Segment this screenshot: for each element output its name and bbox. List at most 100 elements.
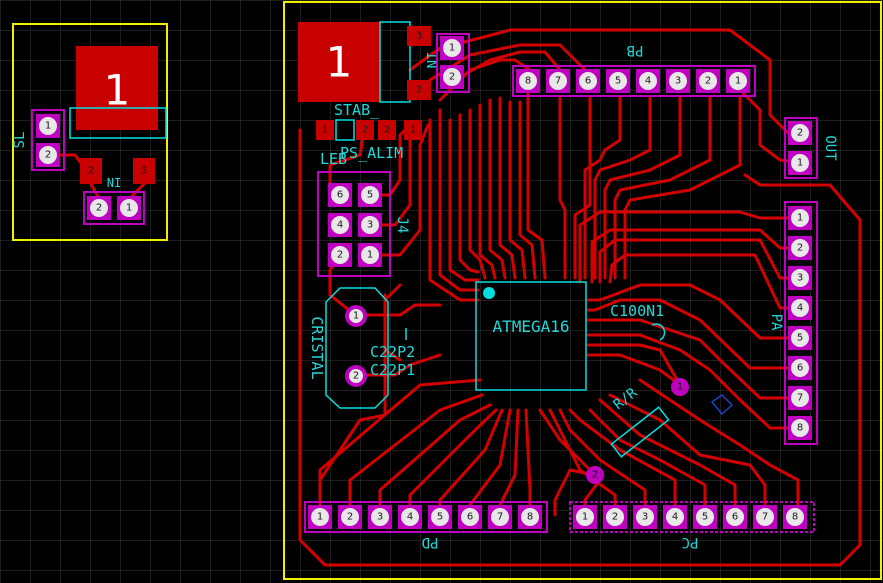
left-pin2-label: 2 xyxy=(88,166,94,177)
svg-text:1: 1 xyxy=(677,382,683,393)
regulator-pin3-label: 3 xyxy=(416,31,422,42)
c100n1-outline xyxy=(651,323,666,341)
j4-pads[interactable]: 6 5 4 3 2 1 xyxy=(328,183,382,267)
led-pad-2[interactable] xyxy=(356,120,374,140)
atmega16-outline xyxy=(475,281,587,391)
regulator-outline xyxy=(379,21,411,103)
cristal-outline xyxy=(325,287,389,409)
in-pad-1-hole xyxy=(120,199,138,217)
regulator-big-pad[interactable] xyxy=(298,22,380,102)
out-label: OUT xyxy=(822,135,838,161)
pb-pads[interactable]: 8 7 6 5 4 3 2 1 xyxy=(516,69,750,93)
svg-text:2: 2 xyxy=(337,250,343,261)
regulator-pin2-pad[interactable] xyxy=(407,80,431,100)
svg-text:5: 5 xyxy=(615,76,621,87)
svg-text:6: 6 xyxy=(585,76,591,87)
pd-pads[interactable]: 1 2 3 4 5 6 7 8 xyxy=(308,505,542,529)
svg-text:3: 3 xyxy=(797,273,803,284)
svg-text:5: 5 xyxy=(437,512,443,523)
svg-text:8: 8 xyxy=(525,76,531,87)
rr-pad-2[interactable] xyxy=(586,466,604,484)
pd-connector-outline xyxy=(304,501,548,533)
svg-text:2: 2 xyxy=(612,512,618,523)
led-pad-1[interactable] xyxy=(316,120,334,140)
svg-text:1: 1 xyxy=(317,512,323,523)
in-connector-top-outline xyxy=(436,33,470,93)
left-pin3-label: 3 xyxy=(141,166,147,177)
in-top-pin2-label: 2 xyxy=(449,72,455,83)
sl-pad-2-hole xyxy=(39,146,57,164)
left-big-pad-label: 1 xyxy=(104,66,131,115)
svg-text:5: 5 xyxy=(702,512,708,523)
left-pin2-pad[interactable] xyxy=(80,158,102,184)
c100n1-label: C100N1 xyxy=(610,302,664,320)
pc-connector-outline xyxy=(569,501,815,533)
svg-text:7: 7 xyxy=(555,76,561,87)
pa-pads[interactable]: 1 2 3 4 5 6 7 8 xyxy=(788,206,812,440)
svg-text:3: 3 xyxy=(367,220,373,231)
led-outline xyxy=(335,119,355,141)
left-module-outline xyxy=(12,23,168,241)
via-marker xyxy=(710,394,734,416)
j4-connector-outline xyxy=(317,171,391,277)
svg-text:1: 1 xyxy=(797,158,803,169)
left-regulator-outline xyxy=(69,107,167,139)
sl-connector-outline xyxy=(31,109,65,171)
svg-text:1: 1 xyxy=(367,250,373,261)
atmega16-pin1-dot xyxy=(483,287,495,299)
svg-text:1: 1 xyxy=(353,311,359,322)
svg-text:4: 4 xyxy=(797,303,803,314)
svg-text:2: 2 xyxy=(797,128,803,139)
in-top-pin1-label: 1 xyxy=(449,43,455,54)
svg-text:6: 6 xyxy=(732,512,738,523)
pb-connector-outline xyxy=(512,65,756,97)
in-top-pad-2-hole xyxy=(443,68,461,86)
out-pads[interactable]: 2 1 xyxy=(788,121,812,175)
main-board-outline xyxy=(283,1,882,580)
left-pin3-pad[interactable] xyxy=(133,158,155,184)
out-connector-outline xyxy=(784,117,818,179)
leb-label: LEB xyxy=(320,150,347,168)
cristal-label: CRISTAL xyxy=(308,316,326,379)
svg-text:8: 8 xyxy=(527,512,533,523)
ps-alim-label: PS_ALIM xyxy=(340,144,403,162)
in-pin2-label: 2 xyxy=(96,203,102,214)
svg-text:1: 1 xyxy=(735,76,741,87)
svg-text:6: 6 xyxy=(467,512,473,523)
svg-text:3: 3 xyxy=(675,76,681,87)
regulator-big-pad-label: 1 xyxy=(326,38,353,87)
svg-text:2: 2 xyxy=(705,76,711,87)
svg-text:1: 1 xyxy=(797,213,803,224)
stab-label: STAB_ xyxy=(334,101,380,119)
led-pad-1-label: 1 xyxy=(322,125,328,136)
svg-text:2: 2 xyxy=(347,512,353,523)
res-pad-1[interactable] xyxy=(404,120,422,140)
in-pad-2-hole xyxy=(90,199,108,217)
pc-label: PC xyxy=(682,534,699,550)
regulator-pin3-pad[interactable] xyxy=(407,26,431,46)
pa-label: PA xyxy=(768,314,784,331)
pc-pads[interactable]: 1 2 3 4 5 6 7 8 xyxy=(573,505,807,529)
svg-text:2: 2 xyxy=(353,371,359,382)
res-pad-2[interactable] xyxy=(378,120,396,140)
svg-text:5: 5 xyxy=(797,333,803,344)
main-board[interactable]: 1 3 2 IN 1 2 STAB_ 1 2 2 1 PS_ALIM LEB 6… xyxy=(283,1,882,580)
atmega16-label: ATMEGA16 xyxy=(492,317,569,336)
j4-label: J4 xyxy=(394,217,410,234)
pa-connector-outline xyxy=(784,201,818,445)
left-big-pad[interactable] xyxy=(76,46,158,130)
svg-text:4: 4 xyxy=(672,512,678,523)
c22p2-label: C22P2 xyxy=(370,343,415,361)
led-pad-2-label: 2 xyxy=(362,125,368,136)
rr-pad-1[interactable] xyxy=(671,378,689,396)
svg-text:7: 7 xyxy=(762,512,768,523)
sl-pin2-label: 2 xyxy=(45,150,51,161)
regulator-pin2-label: 2 xyxy=(416,85,422,96)
sl-label: SL xyxy=(12,132,28,149)
c22p1-label: C22P1 xyxy=(370,361,415,379)
svg-text:7: 7 xyxy=(797,393,803,404)
sl-pad-1-hole xyxy=(39,117,57,135)
pd-label: PD xyxy=(422,534,439,550)
left-module[interactable]: 1 2 3 1 2 SL 2 1 IN xyxy=(12,23,168,241)
